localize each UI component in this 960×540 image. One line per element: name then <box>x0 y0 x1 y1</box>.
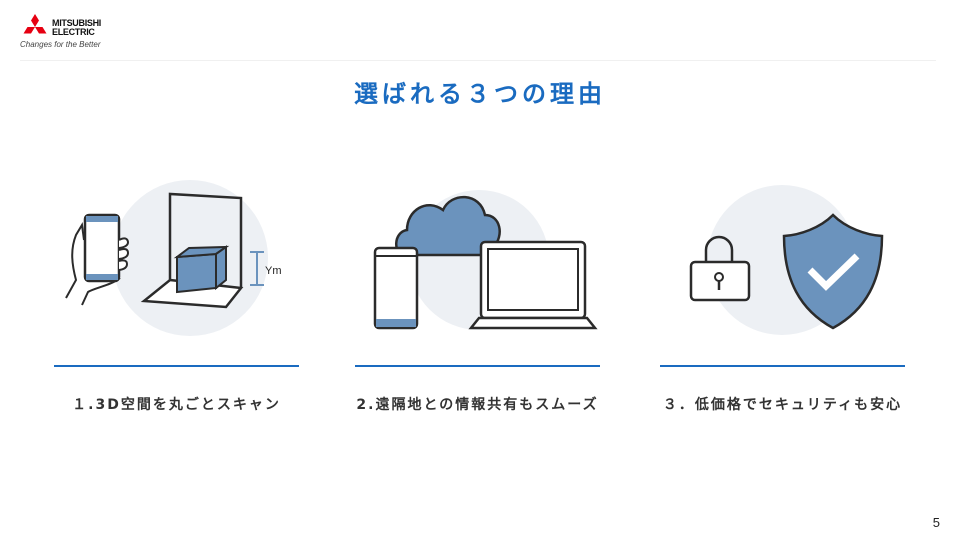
divider <box>660 365 905 367</box>
reason-caption: ３．低価格でセキュリティも安心 <box>662 397 903 413</box>
header-divider <box>20 60 936 61</box>
reason-3: ３．低価格でセキュリティも安心 <box>660 170 905 430</box>
reason-1: Ym １.3D空間を丸ごとスキャン <box>54 170 299 430</box>
page-title: 選ばれる３つの理由 <box>354 80 606 108</box>
lock-shield-icon <box>689 185 884 335</box>
divider <box>54 365 299 367</box>
divider <box>355 365 600 367</box>
phone-scan-icon: Ym <box>65 180 282 336</box>
three-diamonds-icon <box>23 14 47 34</box>
page-number: 5 <box>932 515 940 530</box>
cloud-devices-icon <box>373 190 598 330</box>
reason-caption: 2.遠隔地との情報共有もスムーズ <box>356 397 599 413</box>
logo-tagline: Changes for the Better <box>20 40 101 49</box>
height-label: Ym <box>265 265 282 277</box>
reason-2: 2.遠隔地との情報共有もスムーズ <box>355 170 600 430</box>
reason-caption: １.3D空間を丸ごとスキャン <box>72 397 281 413</box>
